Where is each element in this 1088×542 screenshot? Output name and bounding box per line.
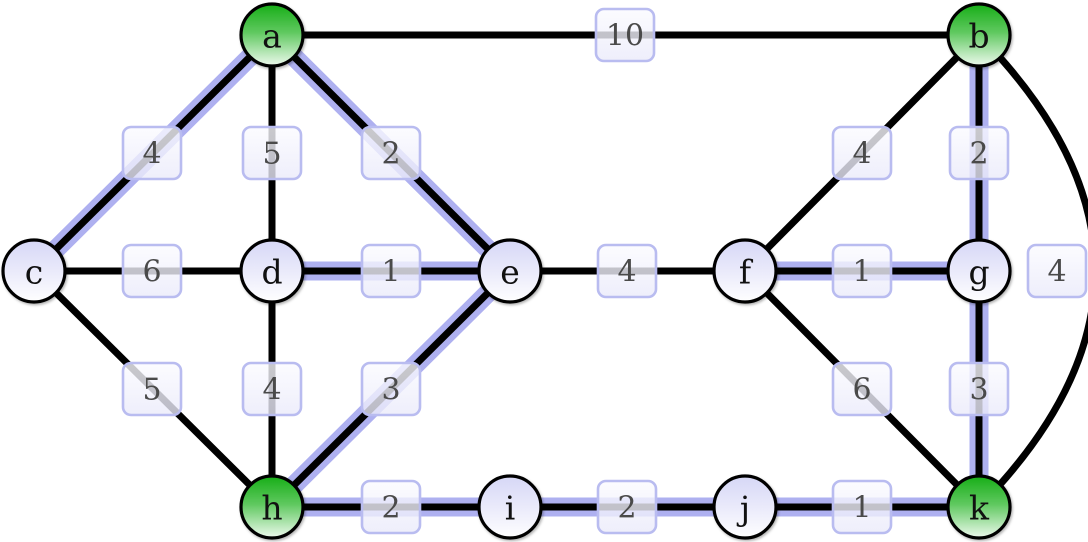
edge-weight-h-i[interactable]: 2 [360,479,422,535]
edge-weight-b-f[interactable]: 4 [831,125,893,181]
node-label-e: e [500,253,520,292]
node-label-i: i [505,489,516,528]
edge-weight-box-d-e [360,243,422,299]
node-label-h: h [261,489,282,528]
edge-weight-text-f-g: 1 [852,255,871,290]
edge-weight-text-b-k: 4 [1047,255,1066,290]
node-circle-i[interactable] [477,474,543,540]
node-h[interactable]: h [239,474,305,540]
node-circle-d[interactable] [239,238,305,304]
edge-weight-box-c-d [121,243,183,299]
edge-weight-c-d[interactable]: 6 [121,243,183,299]
edge-weight-layer: 10 4 5 2 6 5 1 4 3 4 4 2 4 1 6 3 2 2 1 [121,7,1088,535]
edge-weight-text-g-k: 3 [969,373,988,408]
edge-weight-text-d-h: 4 [262,373,281,408]
edge-weight-e-f[interactable]: 4 [596,243,658,299]
edge-weight-box-e-f [596,243,658,299]
edge-weight-box-b-f [831,125,893,181]
edge-weight-box-b-k [1026,243,1088,299]
node-circle-j[interactable] [712,474,778,540]
edge-weight-box-g-k [948,361,1010,417]
edge-weight-text-a-d: 5 [262,137,281,172]
edge-weight-i-j[interactable]: 2 [596,479,658,535]
edge-weight-box-j-k [831,479,893,535]
edge-weight-box-f-g [831,243,893,299]
edge-weight-text-e-h: 3 [381,373,400,408]
node-d[interactable]: d [239,238,305,304]
edge-weight-f-k[interactable]: 6 [831,361,893,417]
node-circle-f[interactable] [712,238,778,304]
edge-weight-text-a-b: 10 [606,19,644,54]
node-circle-b[interactable] [946,2,1012,68]
node-a[interactable]: a [239,2,305,68]
node-f[interactable]: f [712,238,778,304]
edge-weight-d-h[interactable]: 4 [241,361,303,417]
edge-weight-a-b[interactable]: 10 [594,7,656,63]
node-k[interactable]: k [946,474,1012,540]
edge-weight-a-e[interactable]: 2 [360,125,422,181]
node-circle-g[interactable] [946,238,1012,304]
node-label-a: a [262,17,282,56]
edge-weight-text-e-f: 4 [617,255,636,290]
edge-weight-a-c[interactable]: 4 [121,125,183,181]
edge-weight-box-b-g [948,125,1010,181]
node-e[interactable]: e [477,238,543,304]
edge-weight-text-a-e: 2 [381,137,400,172]
node-circle-a[interactable] [239,2,305,68]
node-label-g: g [968,253,989,292]
edge-weight-box-d-h [241,361,303,417]
edge-weight-box-e-h [360,361,422,417]
node-circle-h[interactable] [239,474,305,540]
edge-weight-e-h[interactable]: 3 [360,361,422,417]
edge-weight-f-g[interactable]: 1 [831,243,893,299]
node-label-f: f [739,253,754,292]
edge-weight-text-f-k: 6 [852,373,871,408]
node-layer: a b c d e f g h i j k [1,2,1012,540]
node-i[interactable]: i [477,474,543,540]
edge-b-k[interactable] [976,32,1088,510]
edge-weight-text-a-c: 4 [142,137,161,172]
edge-weight-box-c-h [121,361,183,417]
edge-weight-box-a-e [360,125,422,181]
edge-weight-a-d[interactable]: 5 [241,125,303,181]
edge-weight-box-a-b [594,7,656,63]
node-c[interactable]: c [1,238,67,304]
edge-weight-b-g[interactable]: 2 [948,125,1010,181]
edge-weight-box-f-k [831,361,893,417]
node-label-c: c [25,253,43,292]
edge-weight-box-h-i [360,479,422,535]
edge-weight-c-h[interactable]: 5 [121,361,183,417]
edge-weight-box-a-d [241,125,303,181]
node-j[interactable]: j [712,474,778,540]
edge-weight-box-i-j [596,479,658,535]
edge-weight-text-b-f: 4 [852,137,871,172]
node-label-j: j [736,489,750,528]
node-circle-c[interactable] [1,238,67,304]
edge-weight-d-e[interactable]: 1 [360,243,422,299]
edge-weight-text-c-h: 5 [142,373,161,408]
node-label-d: d [261,253,282,292]
edge-weight-text-j-k: 1 [852,491,871,526]
node-g[interactable]: g [946,238,1012,304]
edge-weight-text-i-j: 2 [617,491,636,526]
node-label-b: b [968,17,989,56]
node-label-k: k [969,489,990,528]
edge-weight-text-h-i: 2 [381,491,400,526]
edge-weight-text-c-d: 6 [142,255,161,290]
edge-weight-box-a-c [121,125,183,181]
edge-weight-text-d-e: 1 [381,255,400,290]
node-circle-e[interactable] [477,238,543,304]
edge-weight-b-k[interactable]: 4 [1026,243,1088,299]
edge-weight-text-b-g: 2 [969,137,988,172]
edge-weight-g-k[interactable]: 3 [948,361,1010,417]
edge-weight-j-k[interactable]: 1 [831,479,893,535]
node-b[interactable]: b [946,2,1012,68]
node-circle-k[interactable] [946,474,1012,540]
